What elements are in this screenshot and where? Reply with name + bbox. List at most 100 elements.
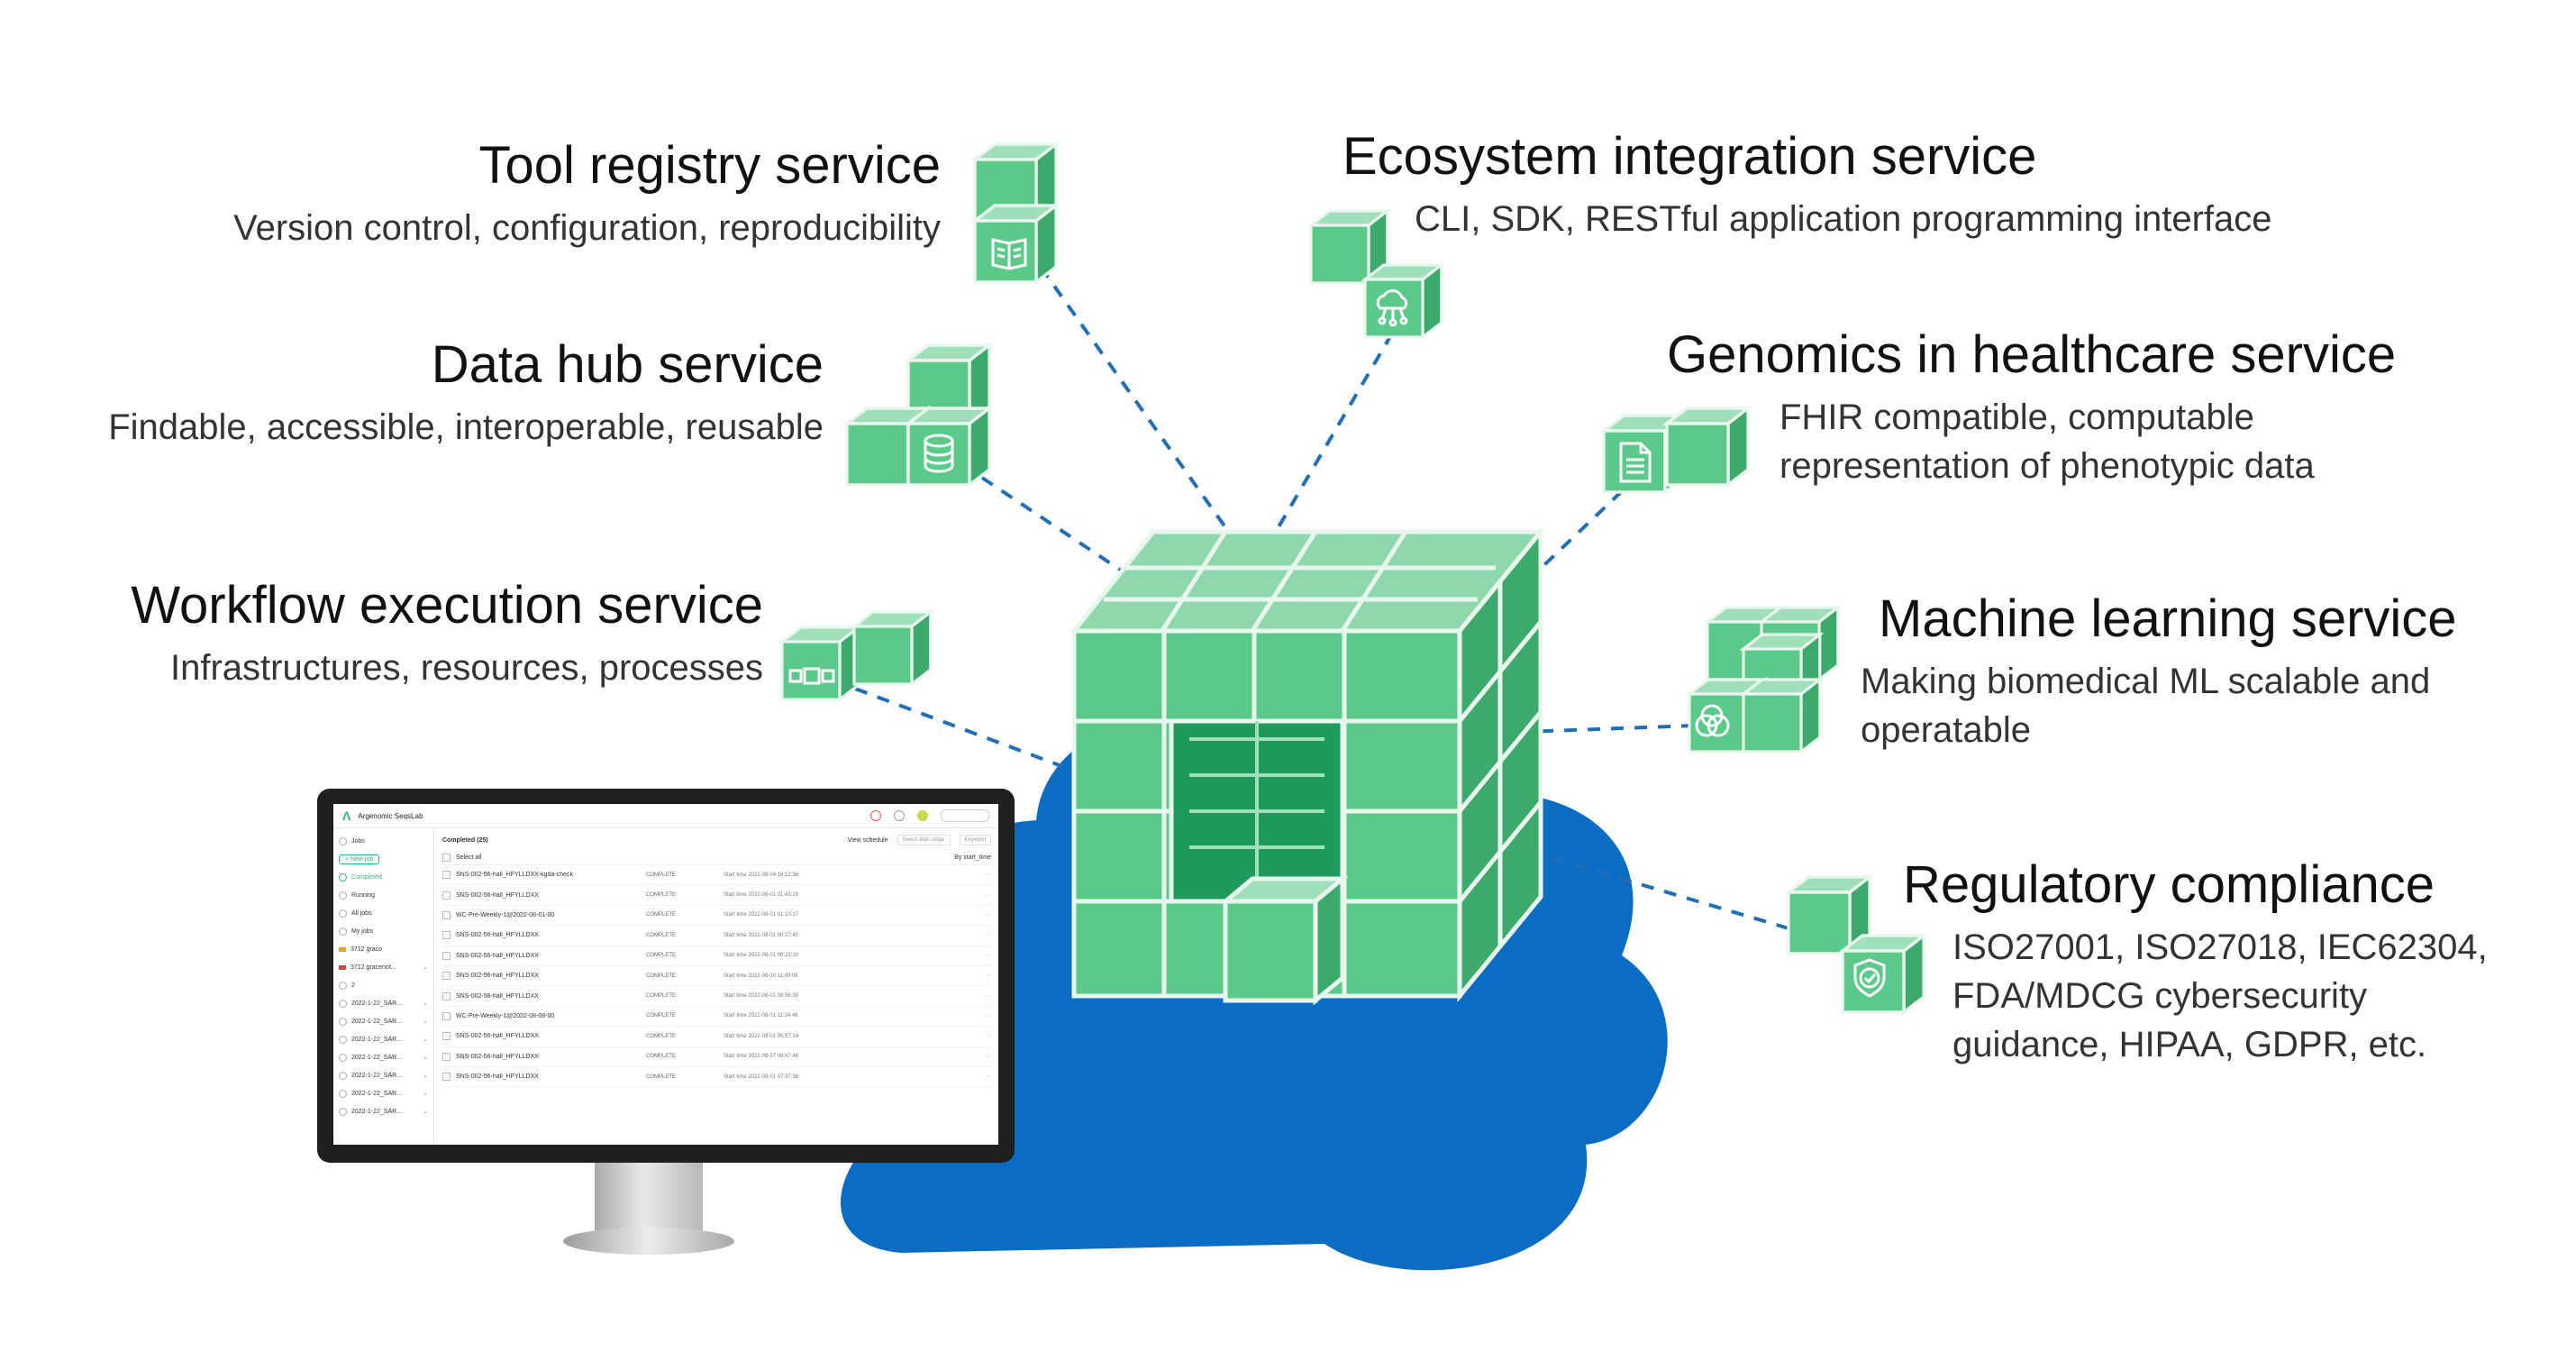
sidebar-icon (339, 891, 347, 900)
select-all-checkbox[interactable] (442, 853, 451, 862)
job-start-time: Start time 2022-08-07 08:47:46 (724, 1054, 799, 1060)
sidebar-item[interactable]: 2022-1-22_SAR...⌄ (339, 1084, 428, 1102)
sort-dropdown[interactable]: By start_time (954, 854, 991, 861)
more-icon[interactable]: ··· (985, 891, 991, 899)
more-icon[interactable]: ··· (985, 932, 991, 939)
sidebar-item-label: 2 (351, 982, 355, 989)
view-schedule-button[interactable]: View schedule (847, 836, 888, 844)
tag-color-icon (339, 964, 346, 970)
job-status: COMPLETE (646, 892, 677, 899)
row-checkbox[interactable] (442, 991, 451, 1000)
sidebar-item[interactable]: + New job (339, 850, 428, 868)
workflow-execution-service: Workflow execution service Infrastructur… (131, 577, 763, 692)
more-icon[interactable]: ··· (985, 1073, 991, 1081)
app-logo-icon: Λ (342, 808, 351, 823)
chevron-down-icon[interactable]: ⌄ (423, 1091, 428, 1097)
help-icon[interactable] (894, 810, 905, 821)
sidebar-item[interactable]: Completed (339, 868, 428, 886)
account-menu[interactable] (941, 809, 989, 822)
row-checkbox[interactable] (442, 972, 451, 981)
date-range-field[interactable]: Select date range (897, 835, 951, 845)
job-status: COMPLETE (646, 1033, 677, 1039)
connector-workflow (833, 679, 1087, 777)
row-checkbox[interactable] (442, 1052, 451, 1061)
sidebar-item[interactable]: 2022-1-22_SAR...⌄ (339, 1030, 428, 1048)
row-checkbox[interactable] (442, 931, 451, 940)
more-icon[interactable]: ··· (985, 992, 991, 1000)
sidebar-item-label: 2022-1-22_SAR... (351, 1054, 403, 1061)
row-checkbox[interactable] (442, 1032, 451, 1041)
row-checkbox[interactable] (442, 871, 451, 880)
more-icon[interactable]: ··· (985, 1053, 991, 1060)
venn-icon (1695, 704, 1730, 737)
more-icon[interactable]: ··· (985, 952, 991, 959)
more-icon[interactable]: ··· (985, 872, 991, 879)
notification-icon[interactable] (870, 810, 881, 821)
tool-registry-desc: Version control, configuration, reproduc… (233, 207, 941, 248)
job-name: SNS-002-56-hall_HFYLLDXX-kgda-check (456, 872, 573, 879)
regulatory-title: Regulatory compliance (1903, 855, 2435, 914)
row-checkbox[interactable] (442, 891, 451, 900)
sidebar-item[interactable]: Running (339, 886, 428, 904)
sidebar-item[interactable]: All jobs (339, 904, 428, 922)
chevron-down-icon[interactable]: ⌄ (423, 1000, 428, 1007)
jobs-panel: Completed (25) View schedule Select date… (435, 828, 998, 1145)
sidebar-item[interactable]: 2022-1-22_SAR... ⌄ (339, 1048, 428, 1066)
avatar[interactable] (917, 810, 928, 821)
sidebar-item[interactable]: 2 (339, 976, 428, 994)
sidebar-item[interactable]: 3712 graco (339, 940, 428, 958)
ecosystem-cubes (1309, 209, 1443, 339)
more-icon[interactable]: ··· (985, 1012, 991, 1019)
chevron-down-icon[interactable]: ⌄ (423, 964, 428, 971)
sidebar-item[interactable]: My jobs (339, 922, 428, 940)
row-checkbox[interactable] (442, 910, 451, 919)
ecosystem-integration-service: Ecosystem integration service CLI, SDK, … (1343, 128, 2272, 243)
sidebar-icon (339, 1107, 347, 1116)
more-icon[interactable]: ··· (985, 911, 991, 918)
sidebar-item[interactable]: 2022-1-22_SAR...⌄ (339, 994, 428, 1012)
sidebar-icon (339, 1089, 347, 1098)
sidebar-item[interactable]: 2022-1-22_SAR...⌄ (339, 1102, 428, 1120)
row-checkbox[interactable] (442, 1011, 451, 1020)
more-icon[interactable]: ··· (985, 1033, 991, 1040)
database-icon (924, 434, 954, 473)
chevron-down-icon[interactable]: ⌄ (423, 1109, 428, 1115)
job-status: COMPLETE (646, 993, 677, 1000)
row-checkbox[interactable] (442, 951, 451, 960)
sidebar-item[interactable]: 3712 gracenot...⌄ (339, 958, 428, 976)
sidebar-item[interactable]: 2022-1-22_SAR...⌄ (339, 1066, 428, 1084)
job-status: COMPLETE (646, 912, 677, 918)
job-start-time: Start time 2022-08-01 00:27:40 (724, 932, 799, 938)
row-checkbox[interactable] (442, 1073, 451, 1082)
chevron-down-icon[interactable]: ⌄ (423, 1019, 428, 1025)
chevron-down-icon[interactable]: ⌄ (423, 1037, 428, 1043)
data-hub-title: Data hub service (431, 335, 824, 394)
ml-cubes (1688, 606, 1840, 754)
job-name: SNS-002-56-hall_HFYLLDXX (456, 1053, 539, 1060)
sidebar-item[interactable]: Jobs (339, 832, 428, 850)
sidebar-icon (339, 981, 347, 990)
workflow-icon (788, 667, 835, 685)
keyword-search-input[interactable]: Keyword (959, 835, 991, 845)
sidebar-icon (339, 1035, 347, 1044)
more-icon[interactable]: ··· (985, 973, 991, 980)
chevron-down-icon[interactable]: ⌄ (423, 1073, 428, 1079)
connector-ml (1450, 724, 1695, 736)
app-topbar: Λ Argenomic SeqsLab (333, 804, 998, 828)
sidebar-item-label: My jobs (351, 927, 374, 935)
chevron-down-icon[interactable]: ⌄ (423, 1055, 428, 1061)
job-start-time: Start time 2022-08-01 08:56:38 (724, 993, 799, 1000)
sidebar-item[interactable]: 2022-1-22_SAR...⌄ (339, 1012, 428, 1030)
